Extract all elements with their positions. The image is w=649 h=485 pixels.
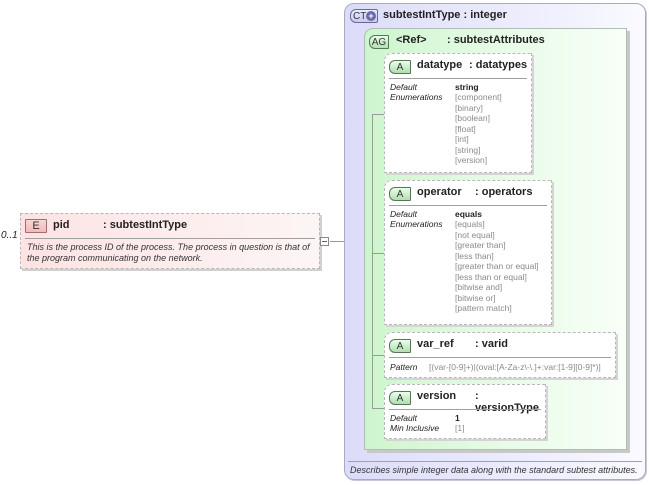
enum-value: [greater than] bbox=[455, 240, 506, 250]
complex-type-badge-icon: CT + bbox=[350, 9, 378, 23]
attribute-operator[interactable]: A operator : operators Default equals En… bbox=[384, 180, 552, 325]
tree-vertical-line bbox=[372, 114, 373, 409]
expand-plus-icon: + bbox=[366, 11, 376, 21]
complex-type-title: subtestIntType : integer bbox=[383, 9, 507, 21]
enum-value: [greater than or equal] bbox=[455, 261, 539, 271]
attribute-type: : datatypes bbox=[469, 59, 528, 71]
property-label-min-inclusive: Min Inclusive bbox=[390, 423, 440, 433]
attribute-datatype[interactable]: A datatype : datatypes Default string En… bbox=[384, 53, 532, 173]
attribute-group-name: : subtestAttributes bbox=[447, 34, 545, 46]
property-value-pattern: [(var-[0-9]+)|(oval:[A-Za-z\-\.]+:var:[1… bbox=[429, 362, 601, 372]
divider bbox=[348, 461, 642, 462]
enum-value: [component] bbox=[455, 92, 502, 102]
enum-value: [less than] bbox=[455, 250, 494, 261]
tree-branch-line bbox=[372, 253, 384, 254]
attribute-name: datatype bbox=[417, 59, 463, 71]
enumeration-list: [component] [binary] [boolean] [float] [… bbox=[455, 92, 502, 166]
attribute-group-badge-icon: AG bbox=[369, 35, 389, 49]
property-label-pattern: Pattern bbox=[390, 362, 418, 372]
occurrence-label: 0..1 bbox=[1, 230, 18, 241]
property-label-default: Default bbox=[390, 209, 417, 219]
attribute-name: var_ref bbox=[417, 338, 454, 350]
property-label-default: Default bbox=[390, 413, 417, 423]
attribute-badge-icon: A bbox=[389, 339, 411, 353]
divider bbox=[389, 357, 611, 358]
enum-value: [less than or equal] bbox=[455, 271, 527, 282]
attribute-version[interactable]: A version : versionType Default 1 Min In… bbox=[384, 384, 546, 439]
collapse-toggle-icon[interactable] bbox=[320, 237, 329, 246]
divider bbox=[389, 205, 547, 206]
complex-type-documentation: Describes simple integer data along with… bbox=[350, 465, 638, 475]
element-documentation: This is the process ID of the process. T… bbox=[27, 242, 310, 263]
tree-branch-line bbox=[372, 114, 384, 115]
property-label-enumerations: Enumerations bbox=[390, 219, 443, 229]
attribute-type: : versionType bbox=[475, 390, 539, 414]
element-badge-icon: E bbox=[25, 219, 47, 233]
enum-value: [int] bbox=[455, 134, 469, 144]
attribute-var-ref[interactable]: A var_ref : varid Pattern [(var-[0-9]+)|… bbox=[384, 332, 616, 378]
enum-value: [boolean] bbox=[455, 113, 490, 123]
attribute-badge-icon: A bbox=[389, 187, 411, 201]
property-label-enumerations: Enumerations bbox=[390, 92, 443, 102]
element-header: E pid : subtestIntType bbox=[21, 214, 319, 238]
attribute-name: operator bbox=[417, 186, 462, 198]
property-value-default: 1 bbox=[455, 413, 460, 423]
attribute-badge-icon: A bbox=[389, 391, 411, 405]
complex-type-badge-label: CT bbox=[353, 10, 367, 22]
enum-value: [bitwise and] bbox=[455, 282, 503, 292]
enum-value: [string] bbox=[455, 144, 481, 155]
property-value-default: equals bbox=[455, 209, 482, 219]
property-label-default: Default bbox=[390, 82, 417, 92]
tree-branch-line bbox=[372, 355, 384, 356]
attribute-type: : operators bbox=[475, 186, 533, 198]
element-pid[interactable]: E pid : subtestIntType This is the proce… bbox=[20, 213, 320, 269]
divider bbox=[389, 409, 541, 410]
attribute-name: version bbox=[417, 390, 457, 402]
tree-branch-line bbox=[372, 408, 384, 409]
enum-value: [equals] bbox=[455, 219, 485, 229]
divider bbox=[389, 78, 527, 79]
property-value-min-inclusive: [1] bbox=[455, 423, 465, 433]
attribute-type: : varid bbox=[475, 338, 509, 350]
enumeration-list: [equals] [not equal] [greater than] [les… bbox=[455, 219, 539, 314]
element-name: pid bbox=[53, 219, 70, 231]
attribute-group-ref: <Ref> bbox=[396, 34, 427, 46]
enum-value: [not equal] bbox=[455, 229, 495, 240]
enum-value: [binary] bbox=[455, 102, 483, 113]
divider bbox=[25, 238, 315, 239]
enum-value: [pattern match] bbox=[455, 303, 512, 313]
property-value-default: string bbox=[455, 82, 479, 92]
enum-value: [bitwise or] bbox=[455, 292, 496, 303]
enum-value: [version] bbox=[455, 155, 488, 165]
element-type: : subtestIntType bbox=[103, 219, 188, 231]
enum-value: [float] bbox=[455, 123, 476, 134]
attribute-badge-icon: A bbox=[389, 60, 411, 74]
